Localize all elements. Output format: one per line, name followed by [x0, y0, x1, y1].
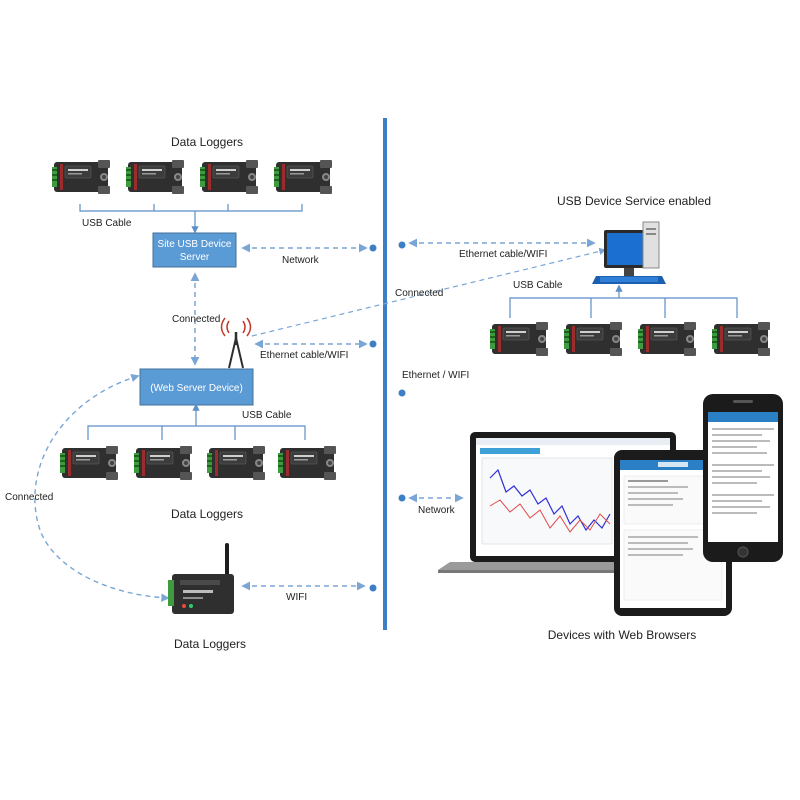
- usb-cable-mid-label: USB Cable: [242, 410, 292, 421]
- backbone-node: [398, 389, 406, 397]
- ethernet-wifi-backbone-label: Ethernet / WIFI: [402, 370, 469, 381]
- ethernet-wifi-right-label: Ethernet cable/WIFI: [459, 249, 547, 260]
- web-server-device-label: (Web Server Device): [150, 383, 243, 394]
- usb-right-bus-line: [509, 297, 738, 318]
- wifi-data-logger-icon: [168, 543, 234, 614]
- devices-with-web-browsers-label: Devices with Web Browsers: [548, 628, 697, 642]
- connected-vertical-label: Connected: [172, 314, 220, 325]
- usb-bus-line: [79, 204, 303, 212]
- backbone-node: [369, 340, 377, 348]
- network-right-label: Network: [418, 505, 456, 516]
- site-server-label-line1: Site USB Device: [158, 239, 232, 250]
- data-loggers-bottom-label: Data Loggers: [174, 637, 246, 651]
- backbone-node: [369, 584, 377, 592]
- connected-left-link: [34, 373, 170, 602]
- usb-data-logger-icon: [637, 321, 697, 357]
- site-server-label-line2: Server: [180, 252, 210, 263]
- usb-data-logger-icon: [489, 321, 549, 357]
- usb-data-logger-icon: [199, 159, 259, 195]
- tablet-icon: [614, 450, 732, 616]
- usb-data-logger-icon: [711, 321, 771, 357]
- usb-data-logger-icon: [563, 321, 623, 357]
- usb-data-logger-icon: [277, 445, 337, 481]
- connected-left-label: Connected: [5, 492, 53, 503]
- wifi-antenna-icon: [220, 317, 252, 369]
- connected-right-label: Connected: [395, 288, 443, 299]
- usb-cable-top-label: USB Cable: [82, 218, 132, 229]
- usb-data-logger-icon: [273, 159, 333, 195]
- ethernet-wifi-mid-label: Ethernet cable/WIFI: [260, 350, 348, 361]
- usb-data-logger-icon: [125, 159, 185, 195]
- backbone-node: [398, 494, 406, 502]
- usb-data-logger-icon: [206, 445, 266, 481]
- data-loggers-mid-label: Data Loggers: [171, 507, 243, 521]
- usb-data-logger-icon: [59, 445, 119, 481]
- backbone-node: [398, 241, 406, 249]
- usb-data-logger-icon: [133, 445, 193, 481]
- usb-data-logger-icon: [51, 159, 111, 195]
- antenna-to-computer-link: [251, 247, 607, 337]
- wifi-bottom-label: WIFI: [286, 592, 307, 603]
- usb-cable-right-label: USB Cable: [513, 280, 563, 291]
- usb-device-service-label: USB Device Service enabled: [557, 194, 711, 208]
- usb-mid-bus-line: [87, 425, 306, 440]
- site-usb-device-server-box: [152, 232, 237, 268]
- backbone-node: [369, 244, 377, 252]
- smartphone-icon: [703, 394, 783, 562]
- desktop-computer-icon: [592, 221, 666, 284]
- network-top-label: Network: [282, 255, 320, 266]
- data-loggers-top-label: Data Loggers: [171, 135, 243, 149]
